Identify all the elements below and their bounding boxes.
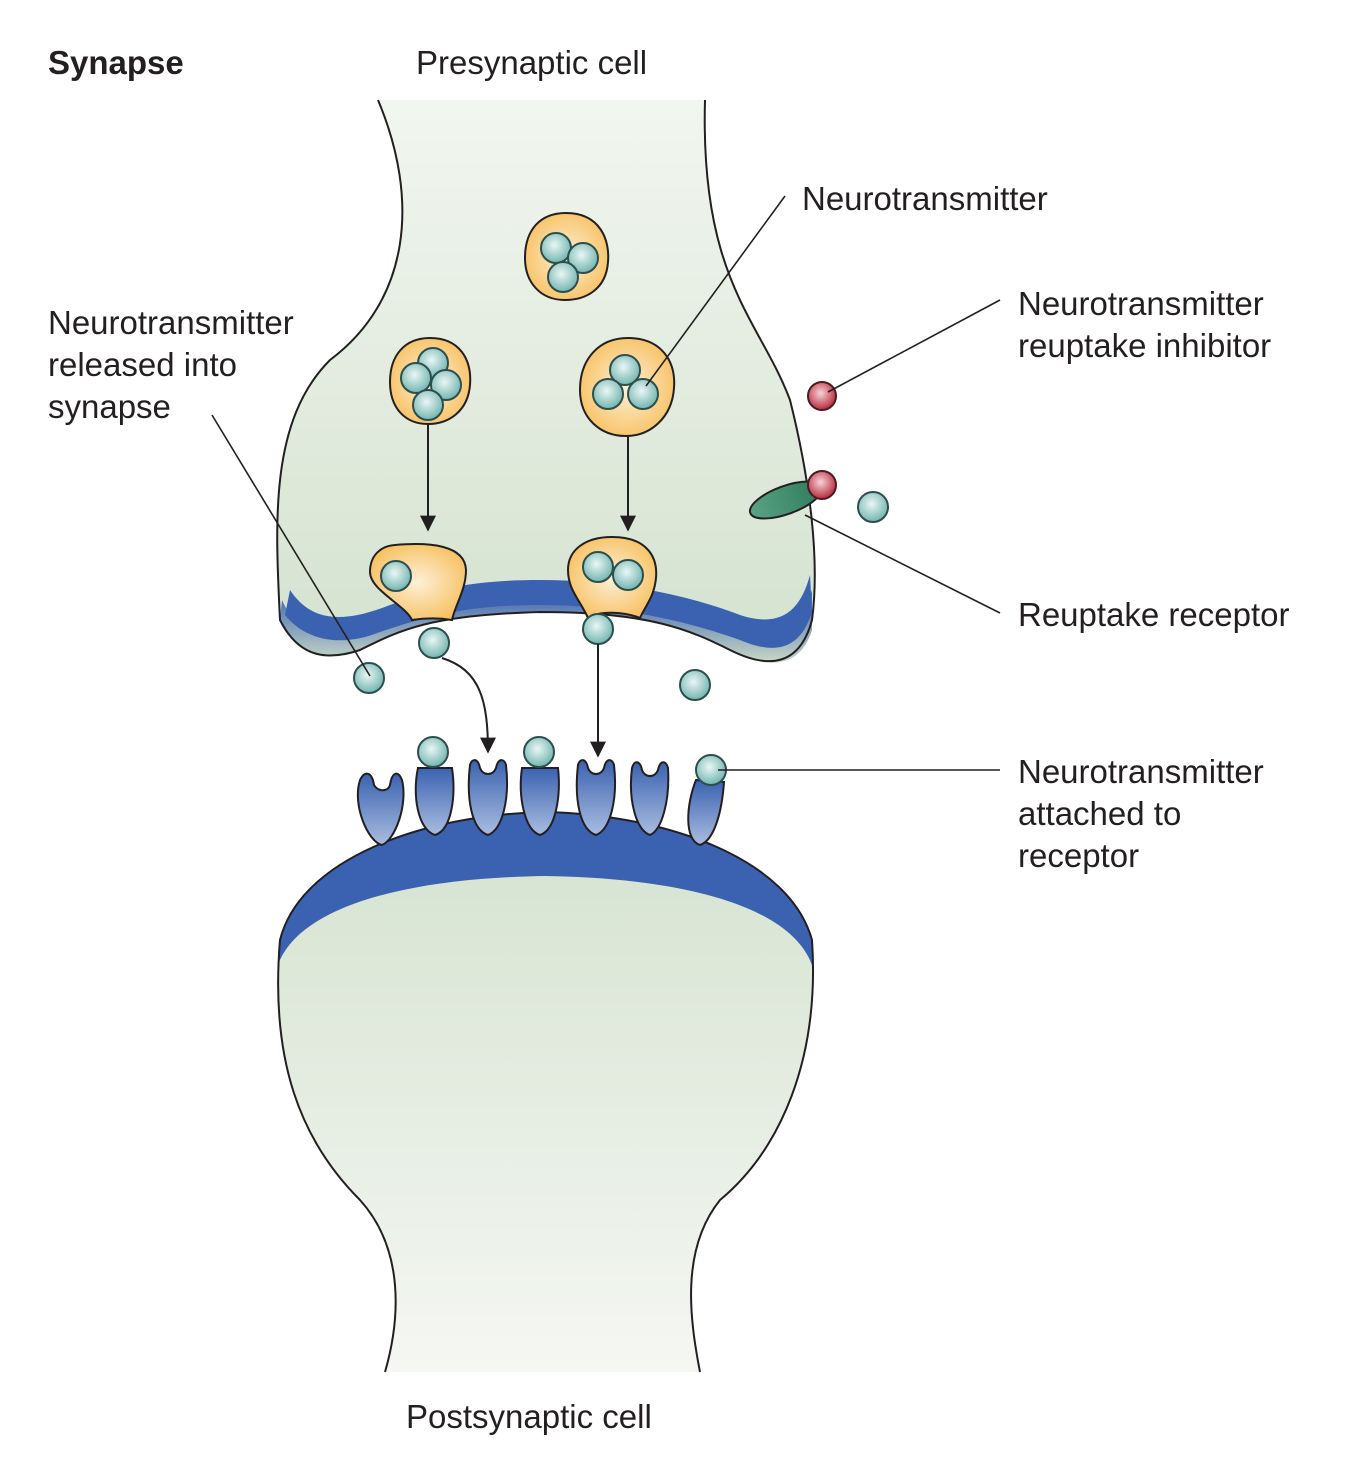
receptor — [575, 759, 617, 837]
neurotransmitter-molecule — [400, 362, 432, 394]
receptor — [519, 767, 560, 837]
reuptake-inhibitor-molecule — [807, 381, 837, 411]
neurotransmitter-molecule — [857, 491, 889, 523]
vesicle-right — [578, 336, 676, 438]
receptor — [356, 772, 405, 847]
reuptake-receptor-label: Reuptake receptor — [1018, 596, 1290, 633]
leader-released — [211, 414, 371, 677]
neurotransmitter-molecule — [380, 560, 412, 592]
vesicle-top — [523, 211, 610, 302]
neurotransmitter-molecule — [582, 613, 614, 645]
diagram-title: Synapse — [48, 44, 184, 81]
neurotransmitter-molecule — [592, 378, 624, 410]
reuptake-inhibitor-molecule — [807, 470, 837, 500]
released-neurotransmitters — [353, 491, 889, 701]
neurotransmitter-molecule — [582, 551, 614, 583]
receptor — [414, 767, 455, 837]
receptor — [630, 761, 670, 837]
postsynaptic-label: Postsynaptic cell — [406, 1398, 652, 1435]
leader-lines — [211, 195, 1001, 771]
neurotransmitter-label: Neurotransmitter — [802, 180, 1048, 217]
leader-reuptake-receptor — [804, 514, 1001, 614]
reuptake-inhibitor-label: Neurotransmitter reuptake inhibitor — [1018, 285, 1272, 364]
neurotransmitter-molecule — [547, 261, 579, 293]
released-label: Neurotransmitter released into synapse — [48, 304, 294, 425]
receptor — [687, 778, 726, 847]
neurotransmitter-molecule — [567, 242, 599, 274]
docked-vesicle-left — [368, 543, 468, 622]
postsynaptic-receptors — [356, 759, 726, 847]
leader-inhibitor — [827, 299, 1001, 393]
docked-vesicle-right — [566, 535, 658, 620]
postsynaptic-cell — [277, 810, 814, 1373]
diffusion-arrow — [441, 657, 496, 754]
neurotransmitter-molecule — [609, 354, 641, 386]
neurotransmitter-molecule — [418, 627, 450, 659]
leader-neurotransmitter — [645, 195, 786, 387]
attached-label: Neurotransmitter attached to receptor — [1018, 753, 1264, 874]
bound-neurotransmitter — [523, 736, 555, 768]
presynaptic-terminal — [276, 99, 816, 663]
neurotransmitter-molecule — [430, 369, 462, 401]
neurotransmitter-molecule — [412, 389, 444, 421]
vesicle-left — [388, 336, 472, 426]
neurotransmitter-molecule — [353, 662, 385, 694]
presynaptic-label: Presynaptic cell — [416, 44, 648, 81]
neurotransmitter-molecule — [612, 559, 644, 591]
neurotransmitter-molecule — [540, 232, 572, 264]
bound-neurotransmitter — [417, 736, 449, 768]
neurotransmitter-molecule — [679, 669, 711, 701]
receptor — [467, 759, 509, 837]
neurotransmitter-molecule — [627, 378, 659, 410]
